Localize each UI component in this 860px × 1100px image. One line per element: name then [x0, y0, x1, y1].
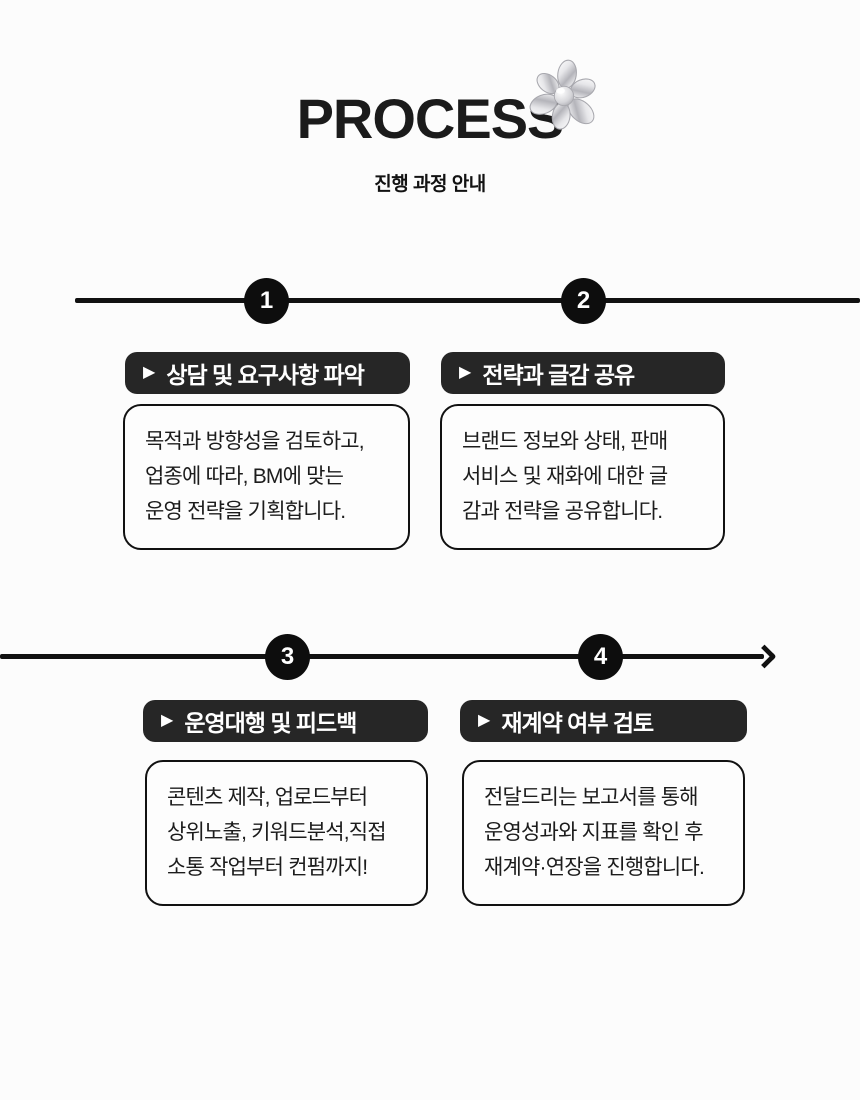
step-2-number: 2	[576, 287, 591, 314]
step-2-number-badge: 2	[561, 278, 606, 324]
step-1-number-badge: 1	[244, 278, 289, 324]
step-1-title: 상담 및 요구사항 파악	[166, 362, 365, 388]
play-icon: ▶	[478, 712, 491, 729]
step-3-title: 운영대행 및 피드백	[184, 710, 357, 736]
play-icon: ▶	[459, 364, 472, 381]
step-3-title-pill: ▶ 운영대행 및 피드백	[143, 700, 428, 742]
page-title: PROCESS	[296, 87, 565, 150]
step-4-number: 4	[593, 643, 608, 670]
step-3-description: 콘텐츠 제작, 업로드부터 상위노출, 키워드분석,직접 소통 작업부터 컨펌까…	[145, 760, 428, 906]
step-4-number-badge: 4	[578, 634, 623, 680]
step-4-description: 전달드리는 보고서를 통해 운영성과와 지표를 확인 후 재계약·연장을 진행합…	[462, 760, 745, 906]
flower-asterisk-icon	[529, 59, 596, 130]
page-subtitle: 진행 과정 안내	[374, 174, 486, 195]
step-2-title: 전략과 글감 공유	[482, 362, 635, 388]
step-1-title-pill: ▶ 상담 및 요구사항 파악	[125, 352, 410, 394]
play-icon: ▶	[161, 712, 174, 729]
play-icon: ▶	[143, 364, 156, 381]
timeline-row-1-line	[75, 298, 860, 303]
step-1-description: 목적과 방향성을 검토하고, 업종에 따라, BM에 맞는 운영 전략을 기획합…	[123, 404, 410, 550]
step-3-number-badge: 3	[265, 634, 310, 680]
step-2-title-pill: ▶ 전략과 글감 공유	[441, 352, 725, 394]
step-1-number: 1	[259, 287, 274, 314]
step-3-number: 3	[280, 643, 295, 670]
step-4-title: 재계약 여부 검토	[501, 710, 654, 736]
arrow-right-icon	[752, 644, 777, 669]
timeline-row-2-line	[0, 654, 764, 659]
step-2-description: 브랜드 정보와 상태, 판매 서비스 및 재화에 대한 글 감과 전략을 공유합…	[440, 404, 725, 550]
step-4-title-pill: ▶ 재계약 여부 검토	[460, 700, 747, 742]
